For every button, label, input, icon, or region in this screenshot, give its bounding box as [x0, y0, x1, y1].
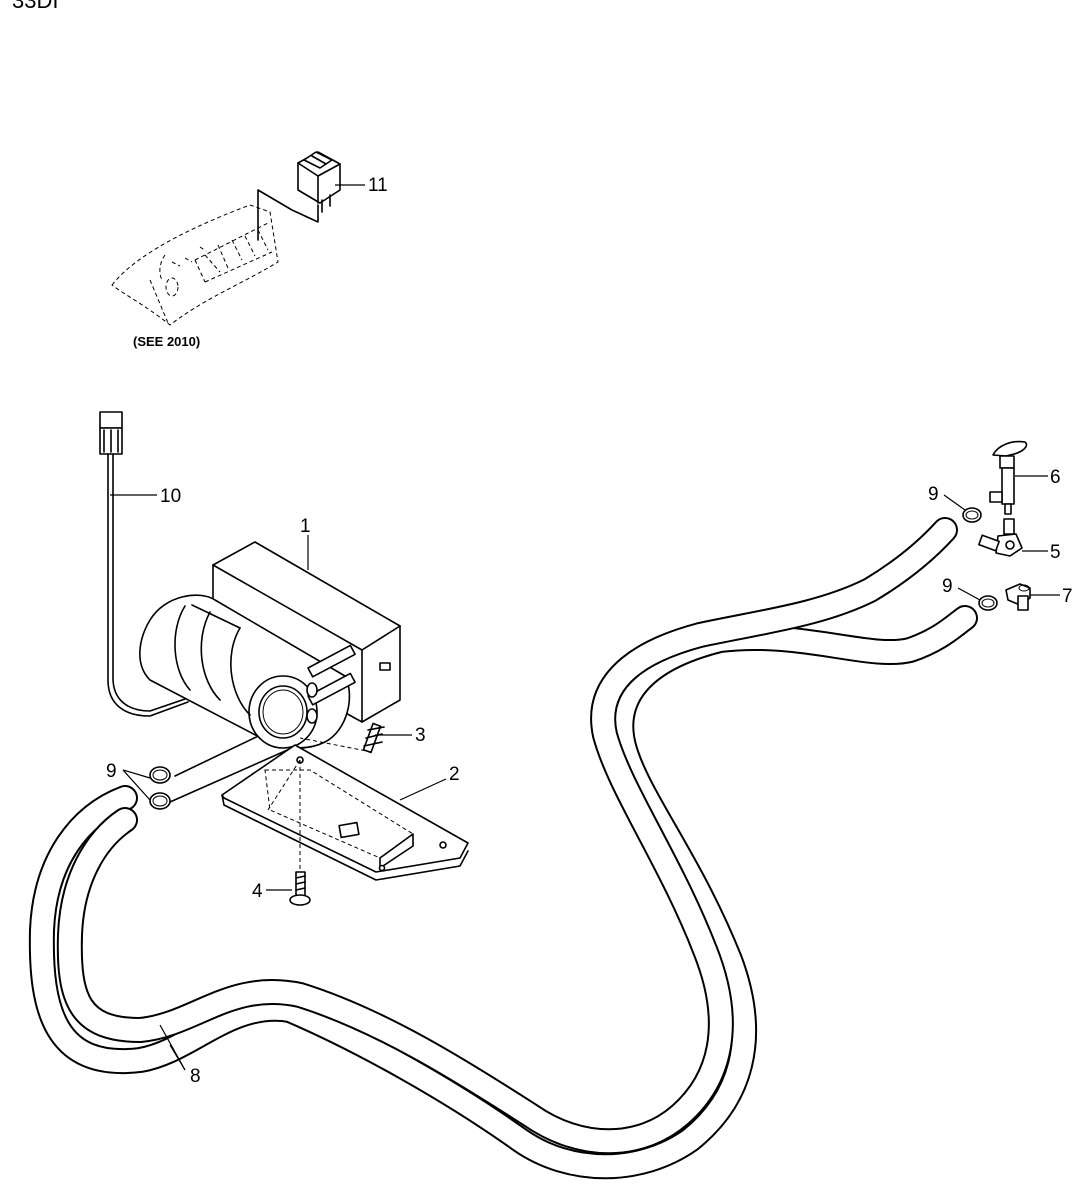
callout-1: 1 [300, 516, 311, 537]
callout-4: 4 [252, 881, 263, 902]
callout-5: 5 [1050, 542, 1061, 563]
dashboard-panel [111, 204, 279, 326]
wire-harness [99, 411, 189, 717]
switch [257, 151, 341, 241]
hose-clamp-pair [149, 766, 171, 810]
fitting [978, 518, 1023, 557]
callout-9-upper-right: 9 [928, 484, 939, 505]
mounting-bracket [221, 744, 469, 881]
callout-9-left: 9 [106, 761, 117, 782]
callout-8: 8 [190, 1066, 201, 1087]
diagram-code: 33DI [12, 0, 58, 13]
hose-clamp-upper [962, 507, 982, 523]
callout-2: 2 [449, 764, 460, 785]
callout-9-lower-right: 9 [942, 576, 953, 597]
heater-hose-inner [56, 517, 958, 1155]
leader-lines [110, 184, 1060, 1071]
reference-note: (SEE 2010) [133, 334, 200, 349]
elbow-fitting [1005, 583, 1031, 611]
screw [289, 871, 311, 906]
hose-clamp-lower [978, 595, 998, 611]
callout-6: 6 [1050, 467, 1061, 488]
shut-off-valve [989, 440, 1028, 515]
callout-3: 3 [415, 725, 426, 746]
heater-unit [139, 541, 401, 749]
callout-11: 11 [368, 175, 388, 196]
callout-7: 7 [1062, 586, 1073, 607]
callout-10: 10 [160, 486, 181, 507]
